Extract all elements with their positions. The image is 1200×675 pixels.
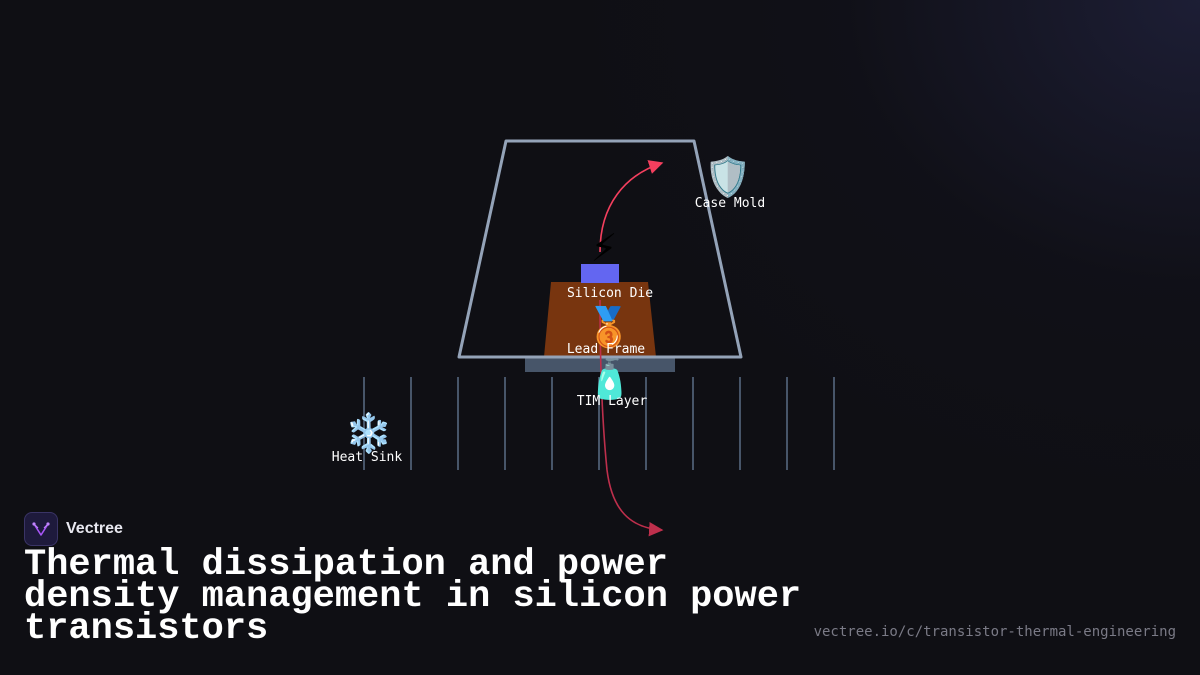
silicon-die-label: Silicon Die bbox=[567, 286, 653, 301]
case-mold-outline bbox=[457, 139, 743, 359]
page-title: Thermal dissipation and power density ma… bbox=[24, 544, 802, 650]
heat-sink-label: Heat Sink bbox=[332, 450, 403, 465]
snowflake-icon: ❄️ bbox=[345, 411, 392, 455]
lead-frame-label: Lead Frame bbox=[567, 342, 645, 357]
medal-icon: 🥉 bbox=[585, 305, 632, 350]
course-url: vectree.io/c/transistor-thermal-engineer… bbox=[813, 624, 1176, 640]
bottle-icon: 🧴 bbox=[586, 357, 633, 401]
heat-flow-arrow-up bbox=[599, 160, 664, 253]
tim-layer-shape bbox=[525, 357, 675, 372]
case-mold-label: Case Mold bbox=[695, 196, 765, 211]
brand: Vectree bbox=[24, 512, 123, 546]
heat-sink-fins bbox=[363, 377, 835, 470]
shield-icon: 🛡️ bbox=[704, 155, 751, 199]
tim-layer-label: TIM Layer bbox=[577, 394, 648, 409]
silicon-die-shape bbox=[581, 264, 619, 283]
brand-name: Vectree bbox=[66, 520, 123, 537]
lightning-icon: ⚡ bbox=[591, 226, 618, 270]
brand-logo-icon bbox=[24, 512, 58, 546]
heat-flow-arrow-down bbox=[599, 299, 664, 537]
